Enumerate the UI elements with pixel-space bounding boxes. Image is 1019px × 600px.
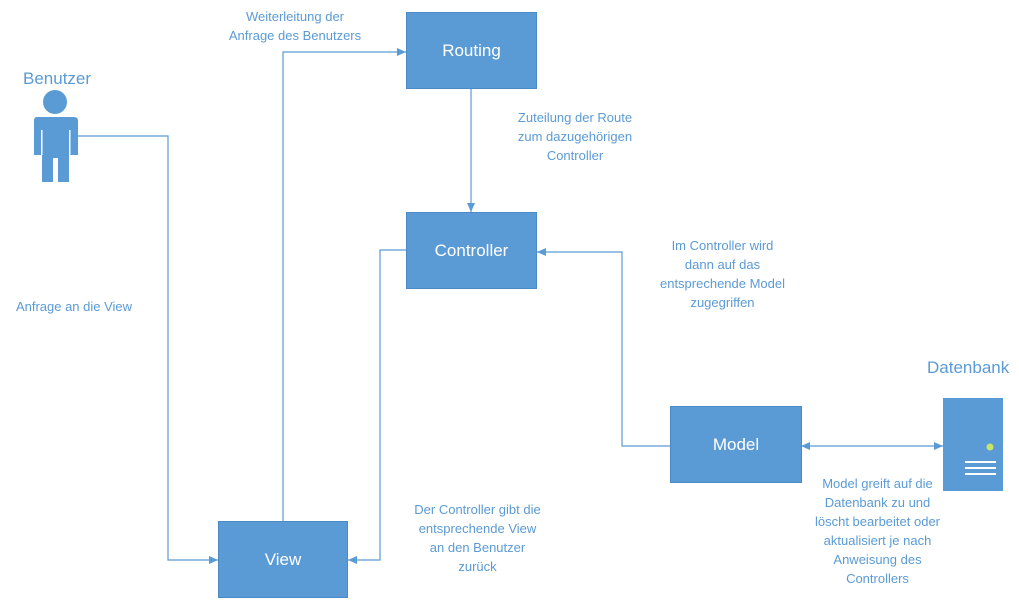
model-box[interactable]: Model — [670, 406, 802, 483]
database-server-icon — [943, 398, 1003, 491]
note-controller-model: Im Controller wird dann auf das entsprec… — [659, 238, 786, 310]
note-forward-request: Weiterleitung der Anfrage des Benutzers — [228, 9, 362, 43]
arrow-user-to-view — [78, 135, 218, 564]
note-request-view: Anfrage an die View — [15, 299, 133, 314]
arrow-controller-to-view — [348, 249, 406, 564]
note-model-database: Model greift auf die Datenbank zu und lö… — [814, 476, 941, 586]
note-route-assignment: Zuteilung der Route zum dazugehörigen Co… — [517, 110, 633, 163]
arrow-view-to-routing — [282, 48, 406, 521]
user-icon — [34, 90, 78, 182]
view-box[interactable]: View — [218, 521, 348, 598]
note-controller-returns-view: Der Controller gibt die entsprechende Vi… — [414, 502, 541, 574]
routing-box[interactable]: Routing — [406, 12, 537, 89]
database-label: Datenbank — [927, 358, 1010, 377]
user-label: Benutzer — [23, 69, 92, 88]
arrow-model-to-controller — [537, 248, 670, 447]
controller-box[interactable]: Controller — [406, 212, 537, 289]
